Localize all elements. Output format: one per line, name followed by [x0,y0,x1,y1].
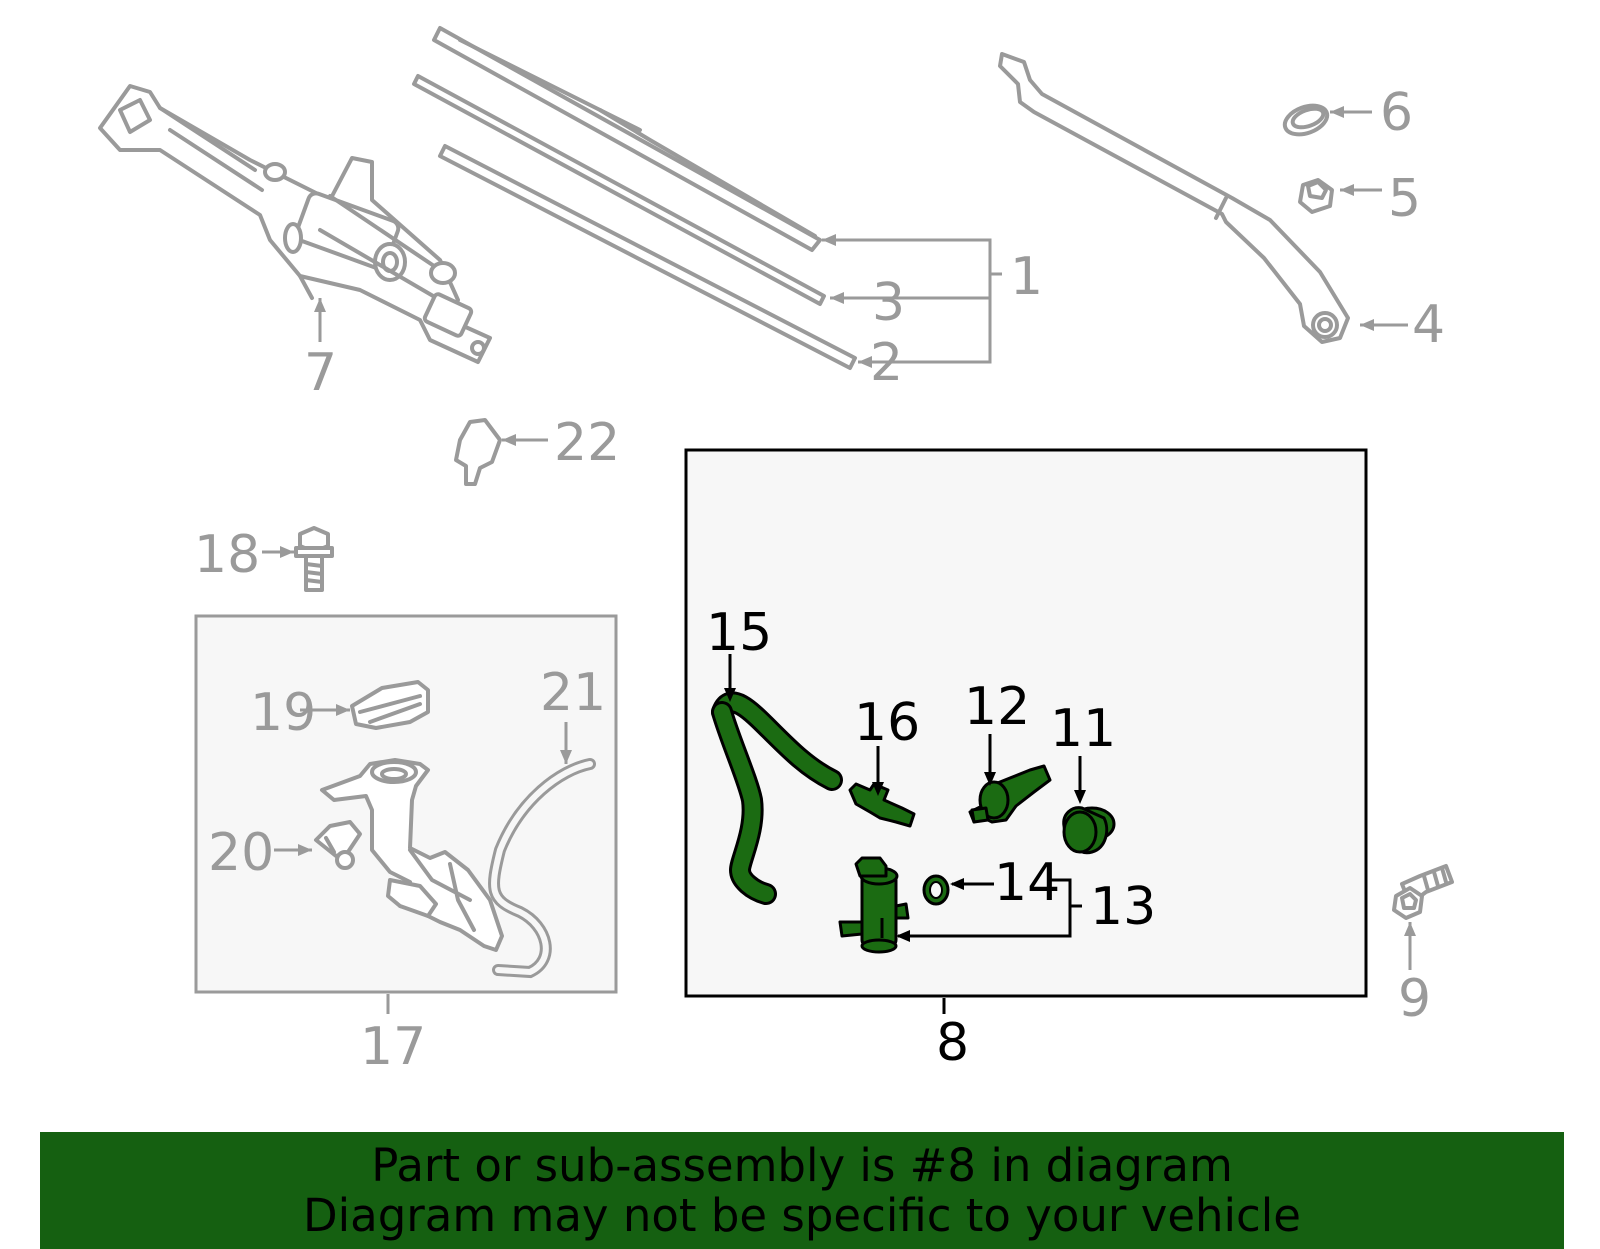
callout-4: 4 [1412,295,1445,355]
callout-labels: 1 2 3 4 5 6 7 8 9 11 12 13 14 15 16 17 1… [194,83,1445,1077]
leader-lines [262,106,1416,1014]
callout-18: 18 [194,525,260,585]
reservoir-bolt[interactable] [294,526,334,592]
callout-12: 12 [964,677,1030,737]
wiper-blade-refill[interactable] [412,74,826,306]
pump-seal[interactable] [922,874,950,906]
washer-reservoir[interactable] [320,758,504,952]
info-banner: Part or sub-assembly is #8 in diagram Di… [40,1132,1564,1249]
callout-6: 6 [1380,83,1413,143]
callout-22: 22 [554,413,620,473]
pump-bolt[interactable] [1392,864,1454,920]
washer-pump[interactable] [838,856,910,954]
washer-hose[interactable] [711,691,843,905]
callout-13: 13 [1090,877,1156,937]
reservoir-hose[interactable] [488,758,596,979]
pump-grommet[interactable] [1062,806,1116,855]
callout-21: 21 [540,663,606,723]
level-sensor[interactable] [314,820,362,870]
washer-pump-assembly-box [684,448,1368,998]
callout-14: 14 [994,853,1060,913]
hose-connector[interactable] [848,782,916,828]
callout-8: 8 [936,1013,969,1073]
callout-19: 19 [250,683,316,743]
level-switch[interactable] [968,764,1052,824]
callout-11: 11 [1050,699,1116,759]
arm-cap[interactable] [1281,100,1331,139]
callout-7: 7 [304,343,337,403]
wiper-arm[interactable] [998,52,1350,344]
banner-line-1: Part or sub-assembly is #8 in diagram [371,1139,1233,1192]
callout-15: 15 [706,603,772,663]
callout-16: 16 [854,693,920,753]
callout-9: 9 [1398,969,1431,1029]
callout-17: 17 [360,1017,426,1077]
washer-nozzle[interactable] [454,418,502,486]
wiper-blade-assembly[interactable] [432,26,822,252]
callout-20: 20 [208,823,274,883]
callout-5: 5 [1388,169,1421,229]
callout-1: 1 [1010,247,1043,307]
banner-line-2: Diagram may not be specific to your vehi… [303,1189,1301,1242]
callout-2: 2 [870,333,903,393]
arm-nut[interactable] [1298,178,1334,214]
wiper-blade-insert[interactable] [438,144,857,370]
reservoir-cap[interactable] [350,680,430,730]
callout-3: 3 [872,273,905,333]
wiper-linkage-motor[interactable] [98,84,492,364]
